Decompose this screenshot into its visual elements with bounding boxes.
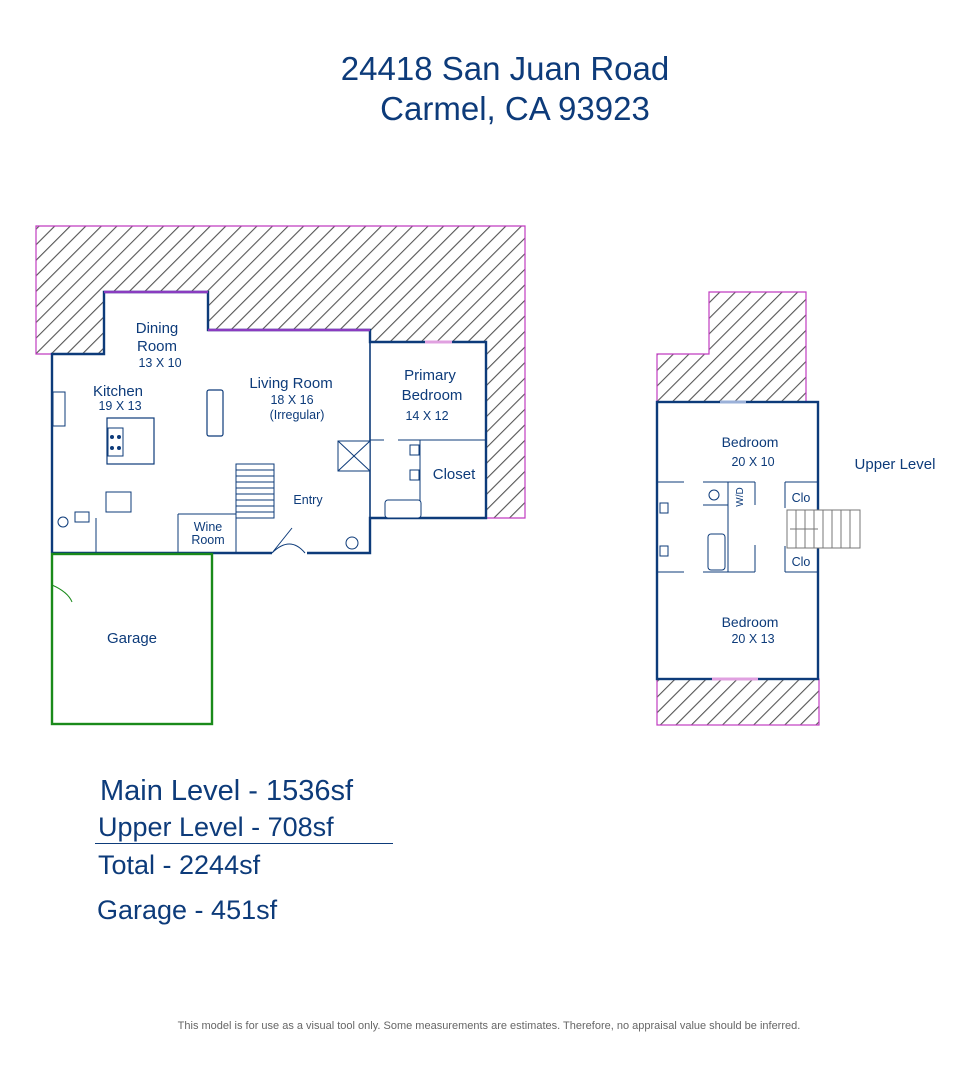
kitchen-sink — [52, 391, 66, 427]
wine-label-1: Wine — [194, 520, 223, 534]
powder-toilet — [57, 516, 69, 528]
upper-stairs — [786, 509, 861, 549]
clo-top-label: Clo — [792, 491, 811, 505]
bedroom-top-dim: 20 X 10 — [731, 455, 774, 469]
garage-plan — [50, 552, 214, 726]
wd-label: W/D — [735, 487, 746, 506]
wine-label-2: Room — [191, 533, 224, 547]
disclaimer: This model is for use as a visual tool o… — [177, 1020, 801, 1032]
address-line-1: 24418 San Juan Road — [340, 50, 670, 87]
dining-label-2: Room — [137, 338, 177, 355]
bedroom-bottom-dim: 20 X 13 — [731, 632, 774, 646]
living-label: Living Room — [249, 375, 332, 392]
main-interior — [52, 292, 486, 553]
coffee-table — [206, 389, 224, 437]
upper-level-label: Upper Level — [855, 456, 936, 473]
upper-toilet — [708, 489, 720, 501]
upper-level-area: Upper Level - 708sf — [98, 812, 334, 842]
entry-door — [271, 527, 306, 554]
clo-bottom-label: Clo — [792, 555, 811, 569]
kitchen-dim: 19 X 13 — [98, 399, 141, 413]
primary-label-1: Primary — [404, 367, 456, 384]
powder-sink — [74, 511, 90, 523]
primary-dim: 14 X 12 — [405, 409, 448, 423]
garage-label: Garage — [107, 630, 157, 647]
bedroom-bottom-label: Bedroom — [722, 614, 779, 630]
dining-dim: 13 X 10 — [138, 356, 181, 370]
address-line-2: Carmel, CA 93923 — [380, 90, 650, 127]
dining-label-1: Dining — [136, 320, 179, 337]
garage-area: Garage - 451sf — [97, 895, 278, 925]
entry-toilet — [345, 536, 359, 550]
upper-sink-2 — [659, 545, 669, 557]
living-note: (Irregular) — [270, 408, 325, 422]
upper-bathtub — [707, 533, 726, 571]
shower — [337, 440, 371, 472]
garage-door-swing — [51, 584, 73, 603]
closet-label: Closet — [433, 466, 476, 483]
cooktop — [107, 427, 124, 457]
living-dim: 18 X 16 — [270, 393, 313, 407]
main-level-plan — [35, 225, 526, 555]
upper-deck-top — [656, 291, 807, 403]
primary-label-2: Bedroom — [402, 387, 463, 404]
bedroom-top-label: Bedroom — [722, 434, 779, 450]
kitchen-label: Kitchen — [93, 383, 143, 400]
summary-divider — [95, 843, 393, 844]
upper-level-plan — [655, 291, 861, 726]
total-area: Total - 2244sf — [98, 850, 261, 880]
primary-sink-2 — [409, 469, 420, 481]
primary-sink-1 — [409, 444, 420, 456]
kitchen-counter — [105, 491, 132, 513]
entry-label: Entry — [293, 493, 323, 507]
main-level-area: Main Level - 1536sf — [100, 775, 354, 807]
bathtub — [384, 499, 422, 519]
room-labels: Dining Room 13 X 10 Kitchen 19 X 13 Livi… — [93, 320, 935, 647]
main-stairs — [235, 463, 275, 519]
upper-deck-bottom — [656, 678, 820, 726]
upper-sink-1 — [659, 502, 669, 514]
